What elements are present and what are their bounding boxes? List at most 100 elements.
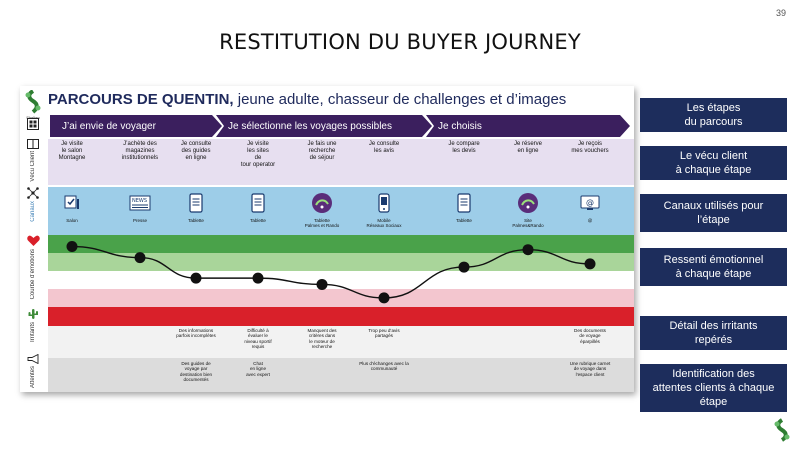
attente-note: Une rubrique carnet de voyage dans l’esp… — [569, 361, 611, 377]
canaux-label: Canaux — [30, 201, 36, 222]
emotion-line — [71, 245, 591, 299]
emotion-point — [378, 292, 390, 304]
legend-etapes: Les étapes du parcours — [640, 98, 787, 132]
legend-text: Ressenti émotionnel à chaque étape — [663, 254, 764, 280]
legend-canaux: Canaux utilisés pour l’étape — [640, 194, 787, 232]
logo-text: Shelteo — [26, 115, 40, 120]
attente-note: Chat en ligne avec expert — [246, 361, 270, 377]
legend-text: Le vécu client à chaque étape — [675, 150, 752, 176]
emotion-band-positive — [48, 253, 634, 271]
stage-label: Je sélectionne les voyages possibles — [228, 120, 392, 132]
legend-text: Détail des irritants repérés — [669, 320, 758, 346]
legend-text: Identification des attentes clients à ch… — [652, 368, 775, 408]
vecu-band — [48, 139, 634, 185]
attentes-row-label: Attentes — [22, 354, 44, 388]
canal-label: Mobile Réseaux Sociaux — [366, 218, 402, 228]
canal-label: Salon — [66, 218, 78, 223]
legend-attentes: Identification des attentes clients à ch… — [640, 364, 787, 412]
vecu-label: Vécu Client — [30, 151, 36, 182]
mobile-icon — [373, 192, 395, 214]
emotion-point — [66, 241, 78, 253]
irritants-band — [48, 326, 634, 358]
emotion-band-negative — [48, 289, 634, 307]
canaux-row-label: Canaux — [22, 187, 44, 222]
svg-text:@: @ — [586, 198, 594, 207]
newspaper-icon: NEWS — [129, 192, 151, 214]
split-icon — [27, 139, 39, 149]
vecu-item: Je consulte les avis — [368, 141, 400, 154]
stage-arrow-2: Je sélectionne les voyages possibles — [216, 115, 432, 137]
vecu-item: Je réserve en ligne — [513, 141, 542, 154]
brand-logo-icon — [517, 192, 539, 214]
legend-text: Canaux utilisés pour l’étape — [663, 200, 764, 226]
emotion-curve-area — [48, 235, 634, 326]
emotion-curve-chart — [48, 235, 634, 326]
canal-item: Site Palmes&Rando — [498, 187, 558, 235]
vecu-item: Je fais une recherche de séjour — [307, 141, 337, 161]
vecu-item: Je visite le salon Montagne — [58, 141, 86, 161]
canal-label: Presse — [132, 218, 147, 223]
courbe-row-label: Courbe d’émotions — [22, 235, 44, 299]
canal-item: Salon — [42, 187, 102, 235]
canal-label: Site Palmes&Rando — [512, 218, 544, 228]
canal-label: Tablette Palmes et Rando — [304, 218, 340, 228]
canal-label: Tablette — [456, 218, 472, 223]
irritants-row-label: Irritants — [22, 308, 44, 342]
canal-item: Tablette — [166, 187, 226, 235]
canal-item: Tablette — [228, 187, 288, 235]
journey-title-rest: jeune adulte, chasseur de challenges et … — [233, 91, 567, 108]
stage-arrow-3: Je choisis — [426, 115, 630, 137]
legend-vecu: Le vécu client à chaque étape — [640, 146, 787, 180]
journey-title: PARCOURS DE QUENTIN, jeune adulte, chass… — [48, 91, 566, 108]
emotion-band-very-positive — [48, 235, 634, 253]
megaphone-icon — [27, 354, 39, 364]
heart-icon — [26, 235, 40, 246]
emotion-point — [190, 272, 202, 284]
emotion-point — [584, 258, 596, 270]
canal-item: NEWS Presse — [110, 187, 170, 235]
canal-item: Mobile Réseaux Sociaux — [354, 187, 414, 235]
canal-label: Tablette — [250, 218, 266, 223]
canal-item: @@ — [560, 187, 620, 235]
salon-icon — [61, 192, 83, 214]
emotion-point — [458, 261, 470, 273]
journey-title-bold: PARCOURS DE QUENTIN, — [48, 91, 234, 108]
shelteo-logo-icon — [24, 90, 42, 116]
legend-irritants: Détail des irritants repérés — [640, 316, 787, 350]
tablet-icon — [247, 192, 269, 214]
grid-icon — [27, 118, 39, 130]
courbe-label: Courbe d’émotions — [30, 249, 36, 300]
stage-label: J’ai envie de voyager — [62, 120, 156, 132]
journey-map-card: Shelteo PARCOURS DE QUENTIN, jeune adult… — [20, 86, 634, 392]
emotion-band-very-negative — [48, 307, 634, 326]
canal-item: Tablette — [434, 187, 494, 235]
emotion-point — [522, 244, 534, 256]
irritant-note: Difficulté à évaluer le niveau sportif r… — [244, 328, 272, 350]
stage-arrow-1: J’ai envie de voyager — [50, 115, 222, 137]
canal-label: @ — [587, 218, 593, 223]
irritant-note: Des documents de voyage éparpillés — [574, 328, 606, 344]
vecu-item: Je visite les sites de tour operator — [240, 141, 276, 168]
emotion-point — [316, 278, 328, 290]
emotion-points — [66, 241, 596, 304]
emotion-point — [134, 252, 146, 264]
legend-text: Les étapes du parcours — [684, 102, 743, 128]
irritants-label: Irritants — [30, 322, 36, 343]
cactus-icon — [28, 309, 38, 319]
shelteo-corner-logo-icon — [772, 418, 792, 444]
tablet-icon — [185, 192, 207, 214]
vecu-item: J’achète des magazines institutionnels — [121, 141, 159, 161]
email-icon: @ — [579, 192, 601, 214]
vecu-row-label: Vécu Client — [22, 139, 44, 182]
network-icon — [27, 187, 39, 199]
attentes-band — [48, 358, 634, 392]
attente-note: Des guides de voyage par destination bie… — [179, 361, 213, 383]
tablet-icon — [453, 192, 475, 214]
canaux-band — [48, 187, 634, 235]
vecu-item: Je consulte des guides en ligne — [180, 141, 212, 161]
svg-text:NEWS: NEWS — [132, 198, 147, 204]
stage-label: Je choisis — [438, 120, 482, 132]
emotion-point — [252, 272, 264, 284]
irritant-note: Trop peu d’avis partagés — [368, 328, 400, 339]
vecu-item: Je compare les devis — [448, 141, 480, 154]
